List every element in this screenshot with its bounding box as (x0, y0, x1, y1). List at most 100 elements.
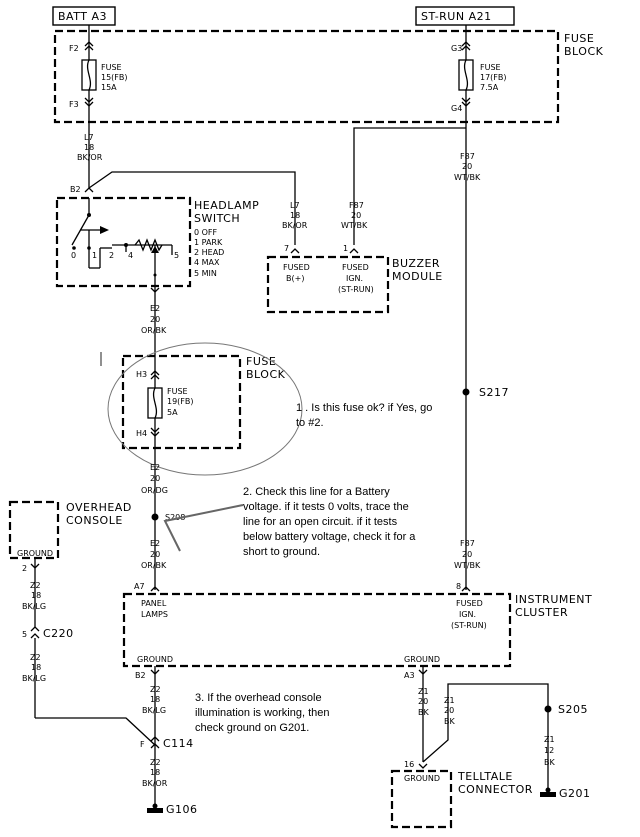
telltale-connector-box (390, 769, 453, 829)
switch-pos-2: 2 HEAD (194, 248, 224, 257)
fuse-block-top-title-1: FUSE (564, 32, 594, 45)
switch-contact-1: 1 (92, 251, 97, 260)
buzzer-module-box (266, 255, 390, 314)
wire-z2-d-name: Z2 (150, 758, 161, 767)
svg-text:BATT A3: BATT A3 (58, 10, 107, 23)
wire-f87-c-name: F87 (460, 539, 475, 548)
wire-z1-a-gauge: 20 (418, 697, 428, 706)
switch-contact-2: 2 (109, 251, 114, 260)
cluster-pin-a7: A7 (134, 582, 145, 591)
headlamp-switch-title-1: HEADLAMP (194, 199, 259, 212)
wire-l7-b-color: BK/OR (282, 221, 308, 230)
splice-s208-label: S208 (165, 513, 185, 522)
cluster-pin-b2: B2 (135, 671, 146, 680)
cluster-ground-left: GROUND (137, 655, 173, 664)
pin-f2: F2 (69, 44, 79, 53)
fuse-17-line1: FUSE (480, 63, 501, 72)
cluster-fused-line2: IGN. (459, 610, 476, 619)
wire-z2-a-name: Z2 (30, 581, 41, 590)
buzzer-title-1: BUZZER (392, 257, 440, 270)
fuse-block-mid-title-1: FUSE (246, 355, 276, 368)
fuse-block-mid-title-2: BLOCK (246, 368, 286, 381)
pin-h4: H4 (136, 429, 147, 438)
ground-g201-label: G201 (559, 787, 591, 800)
switch-pos-1: 1 PARK (194, 238, 223, 247)
wire-z2-c-gauge: 18 (150, 695, 160, 704)
cluster-fused-line1: FUSED (456, 599, 483, 608)
telltale-pin-16: 16 (404, 760, 414, 769)
splice-s208 (151, 513, 159, 521)
wire-e2-b-color: OR/DG (141, 486, 168, 495)
wire-z2-d-color: BK/OR (142, 779, 168, 788)
note-3-line-2: illumination is working, then (195, 707, 330, 719)
fuse-17-line3: 7.5A (480, 83, 499, 92)
wire-e2-a-gauge: 20 (150, 315, 160, 324)
fuse-19-line1: FUSE (167, 387, 188, 396)
fuse-15-line1: FUSE (101, 63, 122, 72)
wire-z2-c-name: Z2 (150, 685, 161, 694)
note-2-line-3: line for an open circuit. if it tests (243, 516, 398, 528)
wire-f87-b-gauge: 20 (351, 211, 361, 220)
ground-g106-icon (147, 803, 163, 813)
arrow-pointer (163, 504, 244, 552)
headlamp-switch-box (55, 196, 192, 288)
wire-f87-b-name: F87 (349, 201, 364, 210)
cluster-panel-line2: LAMPS (141, 610, 168, 619)
wire-z1-c-color: BK (544, 758, 555, 767)
wire-l7-a-name: L7 (84, 133, 94, 142)
batt-a3-label: BATT A3 (52, 6, 116, 26)
wire-f87-c-color: WT/BK (454, 561, 481, 570)
wire-f87-a-name: F87 (460, 152, 475, 161)
wire-z2-b-name: Z2 (30, 653, 41, 662)
c114-pin: F (140, 740, 145, 749)
splice-s205-label: S205 (558, 703, 588, 716)
buzzer-title-2: MODULE (392, 270, 443, 283)
headlamp-switch-title-2: SWITCH (194, 212, 240, 225)
wire-z1-b-name: Z1 (444, 696, 455, 705)
wire-f87-a-color: WT/BK (454, 173, 481, 182)
buzzer-pin-7: 7 (284, 244, 289, 253)
note-2-line-4: below battery voltage, check it for a (243, 531, 416, 543)
splice-s217 (462, 388, 470, 396)
buzzer-left-line1: FUSED (283, 263, 310, 272)
switch-contact-5: 5 (174, 251, 179, 260)
ground-g106-label: G106 (166, 803, 198, 816)
wire-f87-b-color: WT/BK (341, 221, 368, 230)
wire-z1-a-color: BK (418, 708, 429, 717)
cluster-pin-a3: A3 (404, 671, 415, 680)
cluster-title-2: CLUSTER (515, 606, 568, 619)
switch-pos-5: 5 MIN (194, 269, 217, 278)
note-3-line-1: 3. If the overhead console (195, 692, 322, 704)
splice-s217-label: S217 (479, 386, 509, 399)
svg-text:ST-RUN A21: ST-RUN A21 (421, 10, 492, 23)
buzzer-right-line2: IGN. (346, 274, 363, 283)
wire-z2-a-gauge: 18 (31, 591, 41, 600)
fuse-17-line2: 17(FB) (480, 73, 507, 82)
wire-z2-d-gauge: 18 (150, 768, 160, 777)
c220-label: C220 (43, 627, 74, 640)
fuse-block-mid-box (121, 354, 242, 450)
buzzer-right-line1: FUSED (342, 263, 369, 272)
pin-f3: F3 (69, 100, 79, 109)
wire-l7-a-gauge: 18 (84, 143, 94, 152)
wire-z2-b-color: BK/LG (22, 674, 46, 683)
wire-e2-c-gauge: 20 (150, 550, 160, 559)
wire-z1-a-name: Z1 (418, 687, 429, 696)
wire-f87-c-gauge: 20 (462, 550, 472, 559)
pin-b2-switch: B2 (70, 185, 81, 194)
cluster-ground-right: GROUND (404, 655, 440, 664)
note-2-line-1: 2. Check this line for a Battery (243, 486, 390, 498)
wire-z1-b-color: BK (444, 717, 455, 726)
highlight-ellipse (107, 342, 303, 476)
switch-pos-0: 0 OFF (194, 228, 218, 237)
buzzer-left-line2: B(+) (286, 274, 304, 283)
headlamp-switch-icon (71, 198, 173, 277)
buzzer-right-line3: (ST-RUN) (338, 285, 374, 294)
c220-pin: 5 (22, 630, 27, 639)
wire-e2-a-color: OR/BK (141, 326, 167, 335)
wire-e2-c-name: E2 (150, 539, 160, 548)
wire-z1-b-gauge: 20 (444, 706, 454, 715)
fuse-block-top-title-2: BLOCK (564, 45, 604, 58)
wire-l7-a-color: BK/OR (77, 153, 103, 162)
